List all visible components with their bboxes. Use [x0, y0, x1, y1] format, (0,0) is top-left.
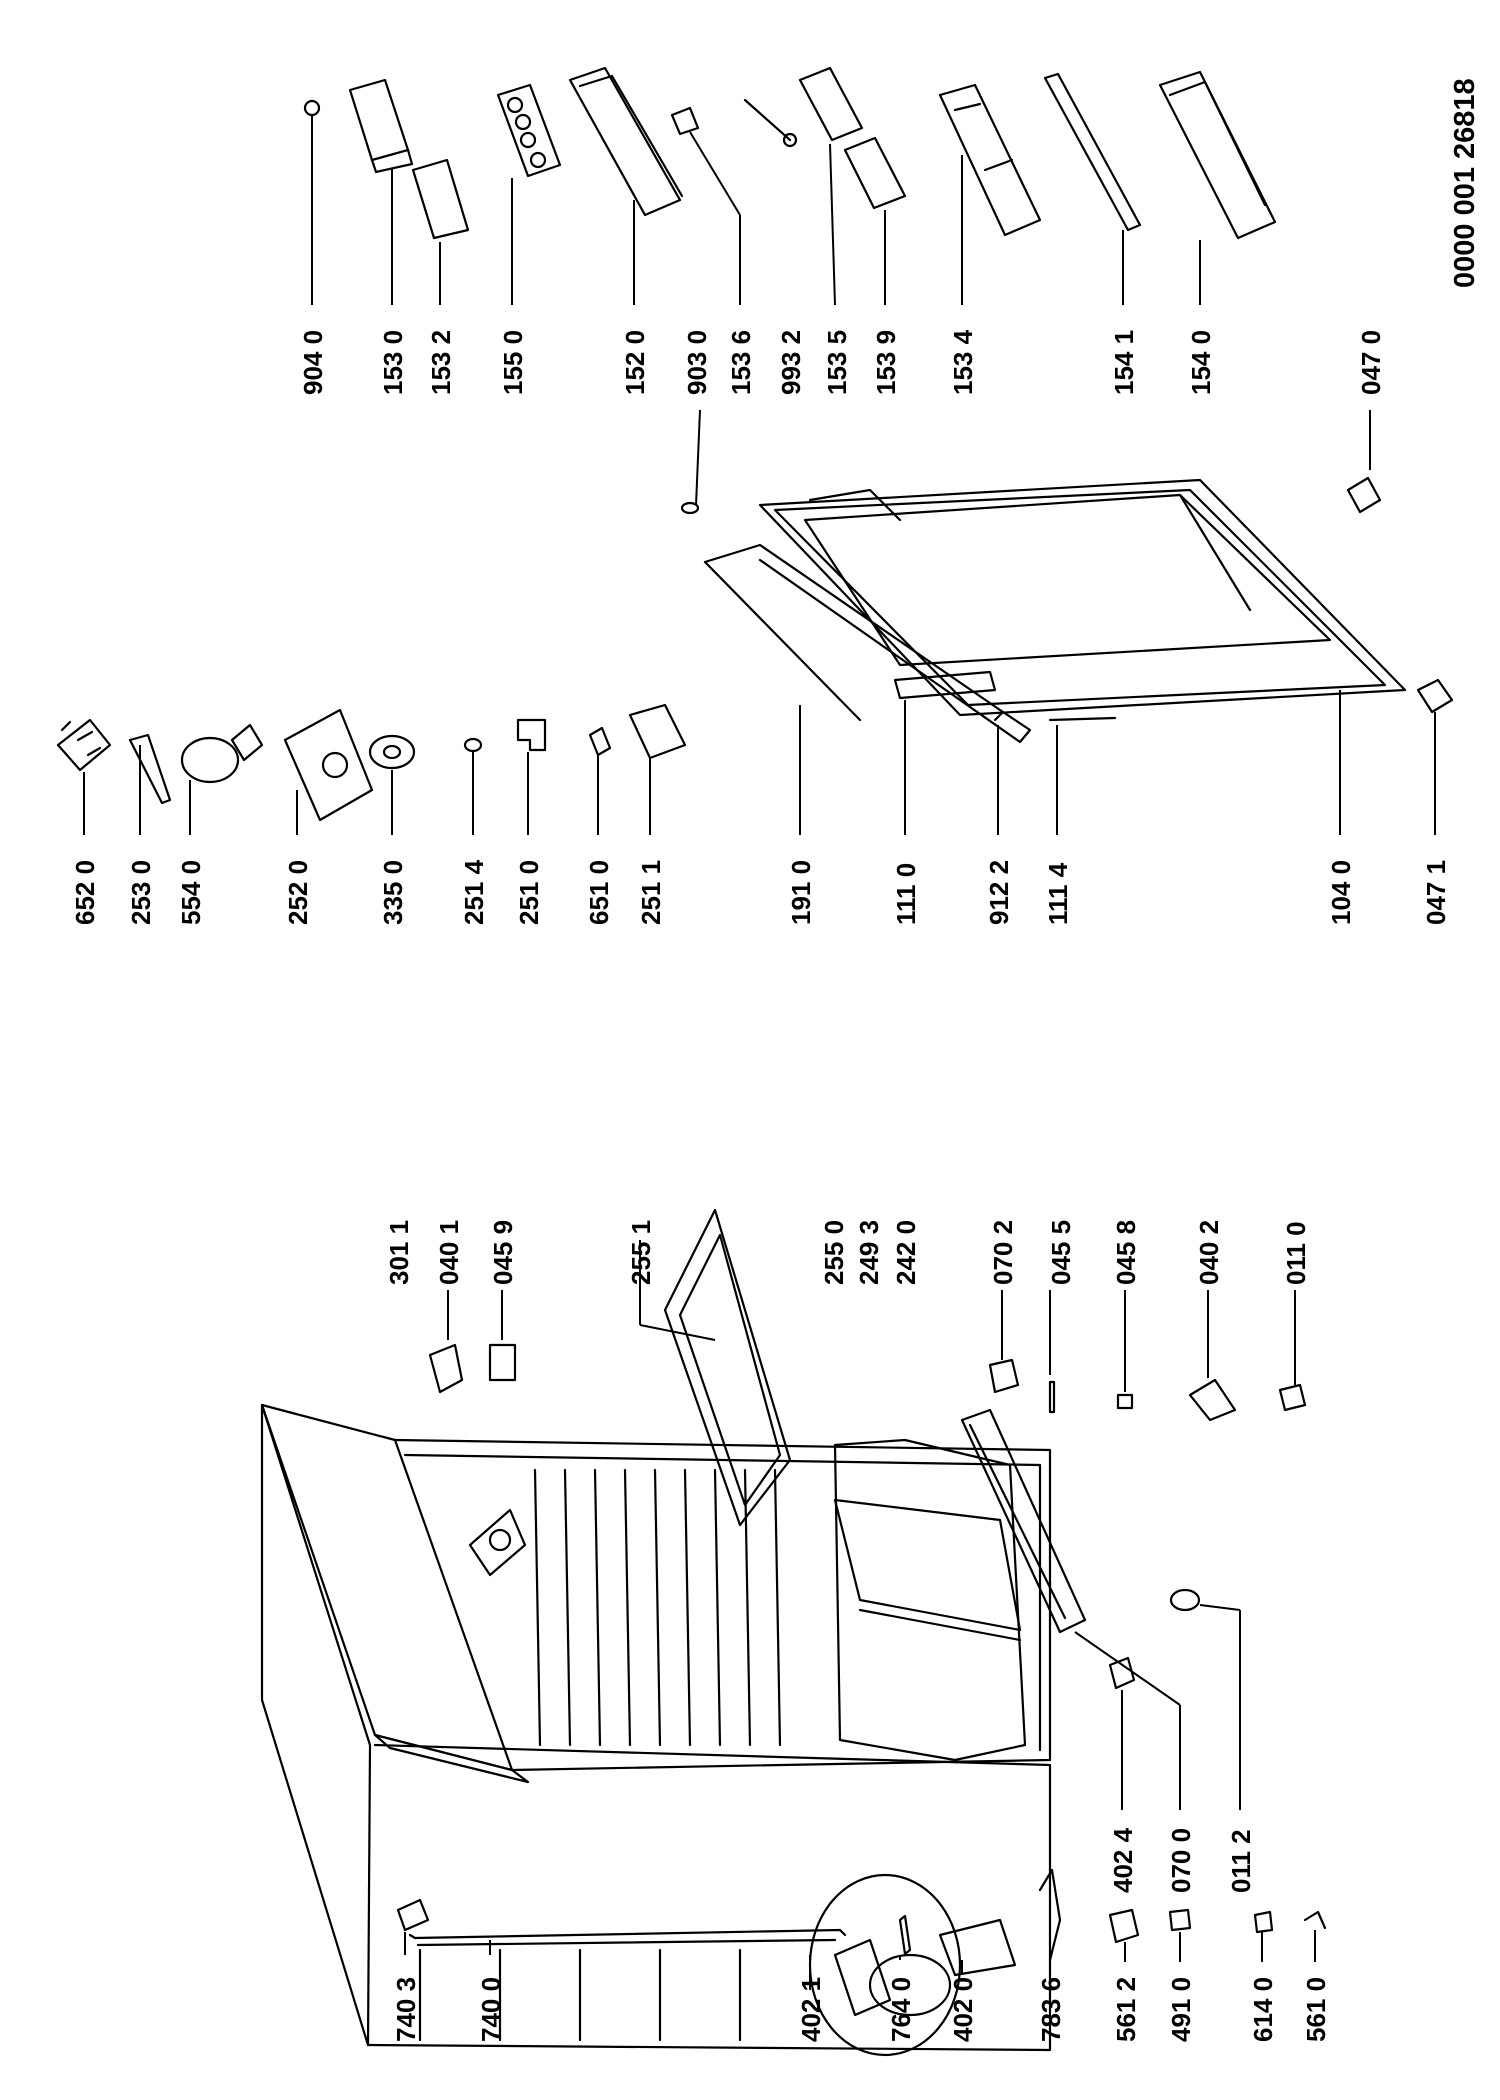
label-402-1: 402 1 [796, 1977, 826, 2042]
label-614-0: 614 0 [1248, 1977, 1278, 2042]
label-740-0: 740 0 [476, 1977, 506, 2042]
door-assembly [680, 409, 1454, 835]
label-040-1: 040 1 [434, 1220, 464, 1285]
label-045-8: 045 8 [1111, 1220, 1141, 1285]
label-242-0: 242 0 [891, 1220, 921, 1285]
document-id: 0000 001 26818 [1449, 78, 1481, 288]
label-154-1: 154 1 [1109, 330, 1139, 395]
label-301-1: 301 1 [384, 1220, 414, 1285]
label-402-0: 402 0 [948, 1977, 978, 2042]
label-255-0: 255 0 [819, 1220, 849, 1285]
label-153-2: 153 2 [426, 330, 456, 395]
label-153-9: 153 9 [871, 330, 901, 395]
label-152-0: 152 0 [620, 330, 650, 395]
bottom-left-parts [396, 1868, 1327, 1990]
cabinet-small-parts [428, 1208, 1307, 1810]
label-783-6: 783 6 [1036, 1977, 1066, 2042]
label-070-2: 070 2 [988, 1220, 1018, 1285]
label-154-0: 154 0 [1186, 330, 1216, 395]
part-labels: 904 0 153 0 153 2 155 0 152 0 903 0 153 … [70, 329, 1451, 2042]
label-740-3: 740 3 [391, 1977, 421, 2042]
label-104-0: 104 0 [1326, 860, 1356, 925]
label-554-0: 554 0 [176, 860, 206, 925]
label-251-1: 251 1 [636, 860, 666, 925]
cabinet-assembly [260, 1403, 1087, 2057]
label-249-3: 249 3 [854, 1220, 884, 1285]
control-parts-group [56, 703, 687, 835]
label-111-0: 111 0 [891, 863, 921, 925]
label-904-0: 904 0 [298, 330, 328, 395]
label-652-0: 652 0 [70, 860, 100, 925]
label-402-4: 402 4 [1108, 1827, 1138, 1893]
label-153-6: 153 6 [726, 330, 756, 395]
label-011-2: 011 2 [1226, 1829, 1256, 1893]
label-255-1: 255 1 [626, 1220, 656, 1285]
label-153-5: 153 5 [822, 330, 852, 395]
label-651-0: 651 0 [584, 860, 614, 925]
label-253-0: 253 0 [126, 860, 156, 925]
label-251-0: 251 0 [514, 860, 544, 925]
door-accessories-group [303, 66, 1382, 514]
label-153-4: 153 4 [948, 329, 978, 395]
label-993-2: 993 2 [776, 330, 806, 395]
label-155-0: 155 0 [498, 330, 528, 395]
label-191-0: 191 0 [786, 860, 816, 925]
label-912-2: 912 2 [984, 860, 1014, 925]
label-047-0: 047 0 [1356, 330, 1386, 395]
label-070-0: 070 0 [1166, 1828, 1196, 1893]
label-561-2: 561 2 [1111, 1977, 1141, 2042]
label-045-9: 045 9 [488, 1220, 518, 1285]
label-335-0: 335 0 [378, 860, 408, 925]
label-252-0: 252 0 [283, 860, 313, 925]
label-040-2: 040 2 [1194, 1220, 1224, 1285]
label-047-1: 047 1 [1421, 860, 1451, 925]
label-011-0: 011 0 [1281, 1221, 1311, 1285]
label-903-0: 903 0 [682, 330, 712, 395]
label-764-0: 764 0 [886, 1977, 916, 2042]
label-491-0: 491 0 [1166, 1977, 1196, 2042]
label-153-0: 153 0 [378, 330, 408, 395]
label-045-5: 045 5 [1046, 1220, 1076, 1285]
label-561-0: 561 0 [1301, 1977, 1331, 2042]
label-111-4: 111 4 [1043, 862, 1073, 925]
label-251-4: 251 4 [459, 859, 489, 925]
